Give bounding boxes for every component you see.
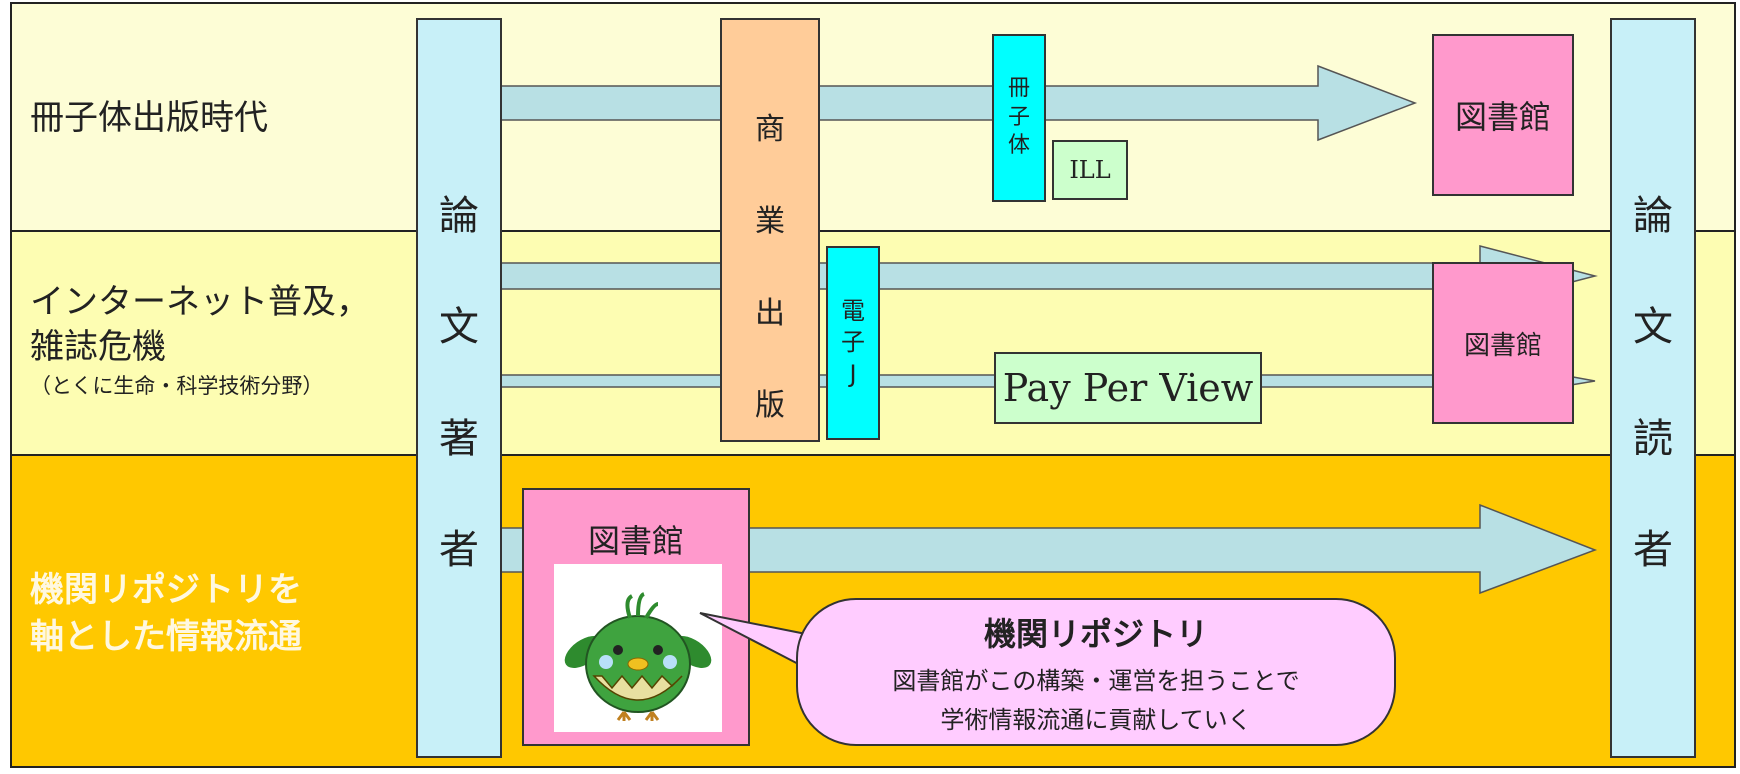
callout-bubble: 機関リポジトリ 図書館がこの構築・運営を担うことで 学術情報流通に貢献していく bbox=[796, 598, 1396, 746]
era-label-print: 冊子体出版時代 bbox=[30, 98, 268, 139]
publishing-char-3: 出 bbox=[755, 296, 785, 331]
ejournal-char-2: 子 bbox=[841, 328, 865, 357]
print-char-1: 冊 bbox=[1007, 76, 1030, 102]
reader-char-4: 者 bbox=[1633, 527, 1673, 574]
era-label-internet-line3: （とくに生命・科学技術分野） bbox=[30, 373, 324, 398]
reader-char-3: 読 bbox=[1633, 415, 1673, 462]
publishing-char-2: 業 bbox=[755, 204, 785, 239]
era-label-internet: インターネット普及， 雑誌危機 （とくに生命・科学技術分野） bbox=[30, 282, 370, 399]
mascot-bird-icon bbox=[564, 592, 712, 721]
library-top-label: 図書館 bbox=[1454, 98, 1551, 136]
print-char-3: 体 bbox=[1007, 133, 1030, 159]
ejournal-char-1: 電 bbox=[841, 297, 865, 326]
print-char-2: 子 bbox=[1007, 104, 1030, 130]
author-char-4: 者 bbox=[439, 527, 479, 574]
library-box-top: 図書館 bbox=[1432, 34, 1574, 196]
era-label-internet-line2: 雑誌危機 bbox=[30, 326, 166, 367]
callout-line2: 学術情報流通に貢献していく bbox=[940, 706, 1252, 734]
commercial-publishing-box: 商 業 出 版 bbox=[720, 18, 820, 442]
ill-box: ILL bbox=[1052, 140, 1128, 200]
ppv-label: Pay Per View bbox=[1002, 366, 1254, 410]
era-label-repository-line1: 機関リポジトリを bbox=[30, 570, 302, 610]
print-volume-box: 冊 子 体 bbox=[992, 34, 1046, 202]
callout-title: 機関リポジトリ bbox=[983, 615, 1208, 653]
ejournal-char-3: J bbox=[849, 359, 857, 388]
library-bottom-label: 図書館 bbox=[587, 522, 684, 560]
ejournal-box: 電 子 J bbox=[826, 246, 880, 440]
era-label-internet-line1: インターネット普及， bbox=[30, 282, 370, 322]
reader-char-2: 文 bbox=[1633, 304, 1673, 351]
library-middle-label: 図書館 bbox=[1463, 330, 1542, 361]
reader-column: 論 文 読 者 bbox=[1610, 18, 1696, 758]
publishing-char-4: 版 bbox=[755, 388, 785, 423]
author-column: 論 文 著 者 bbox=[416, 18, 502, 758]
author-char-2: 文 bbox=[439, 304, 479, 351]
mascot-image bbox=[554, 564, 722, 732]
publishing-char-1: 商 bbox=[755, 112, 785, 147]
reader-char-1: 論 bbox=[1633, 192, 1673, 239]
arrow-print-flow bbox=[499, 64, 1418, 142]
era-label-repository: 機関リポジトリを 軸とした情報流通 bbox=[30, 570, 302, 658]
era-label-print-text: 冊子体出版時代 bbox=[30, 98, 268, 138]
library-box-middle: 図書館 bbox=[1432, 262, 1574, 424]
author-char-3: 著 bbox=[439, 415, 479, 462]
author-char-1: 論 bbox=[439, 192, 479, 239]
pay-per-view-box: Pay Per View bbox=[994, 352, 1262, 424]
callout-line1: 図書館がこの構築・運営を担うことで bbox=[892, 667, 1300, 695]
era-label-repository-line2: 軸とした情報流通 bbox=[30, 616, 302, 657]
ill-label: ILL bbox=[1069, 156, 1111, 184]
